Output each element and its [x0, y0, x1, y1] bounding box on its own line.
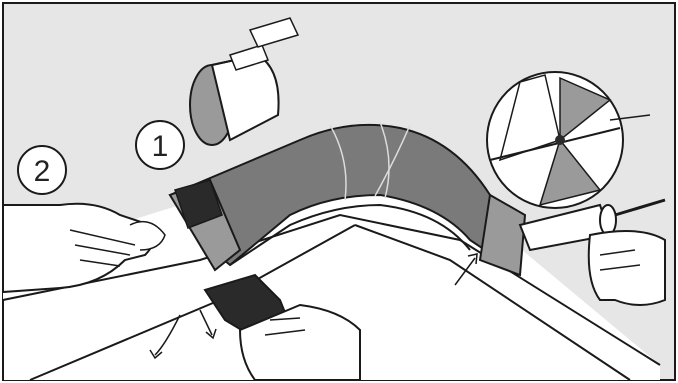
step-marker-1: 1	[136, 121, 184, 169]
step-number-1: 1	[152, 130, 169, 163]
step-marker-2: 2	[18, 146, 66, 194]
step-number-2: 2	[34, 155, 51, 188]
